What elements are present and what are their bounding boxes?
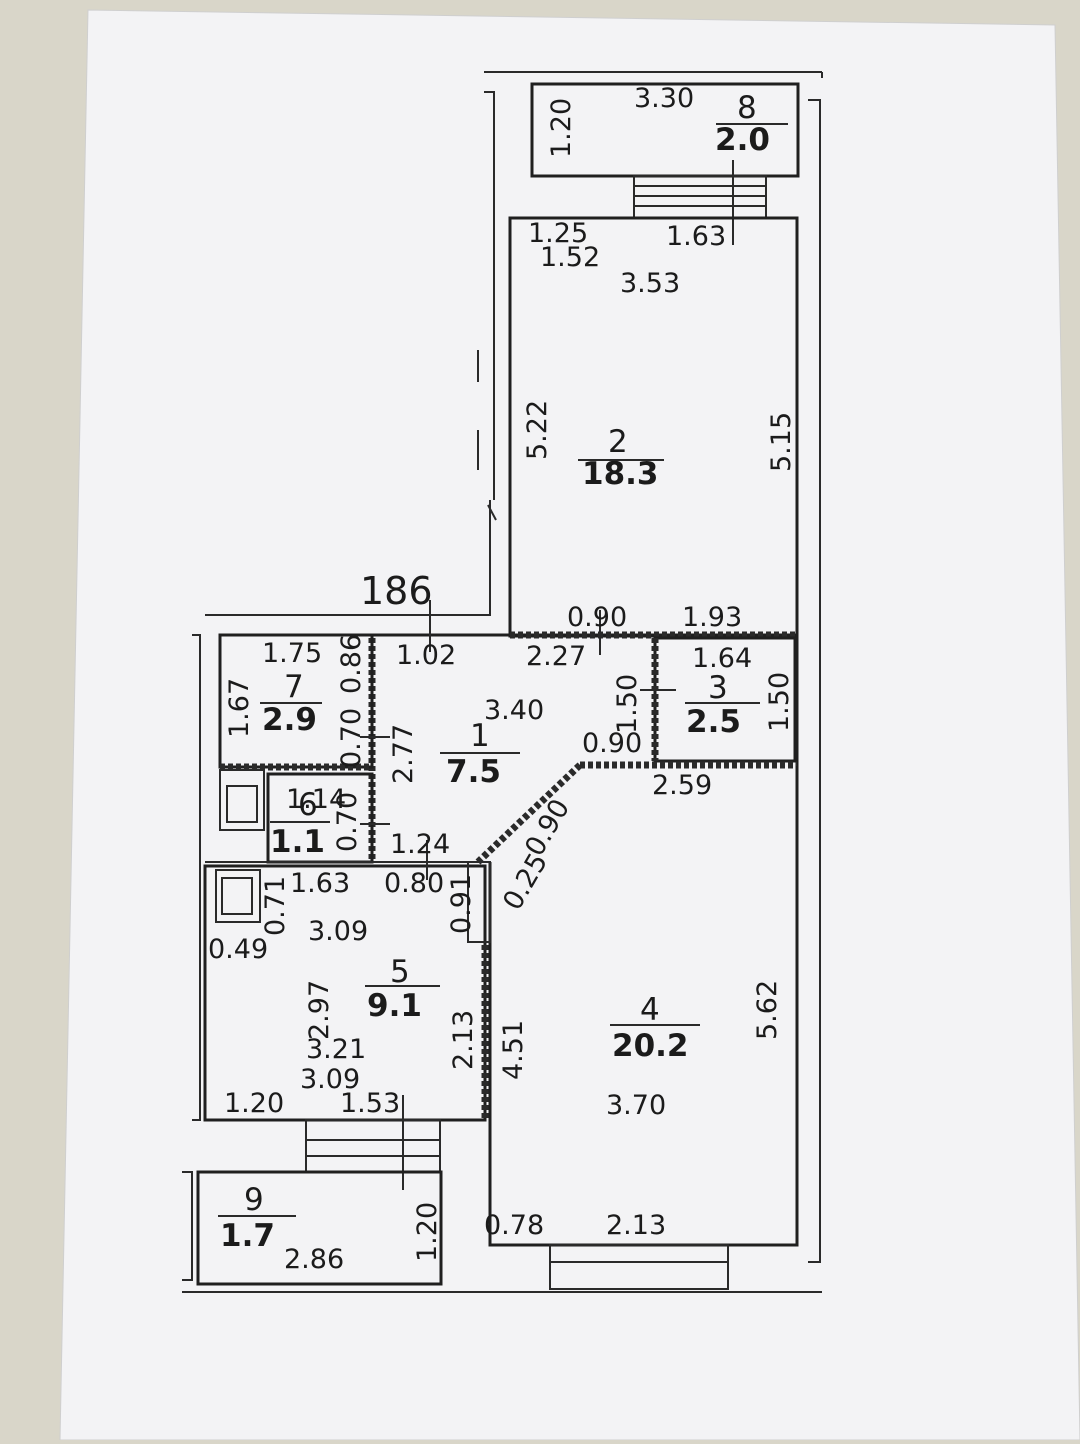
dim-r5-i: 3.21 <box>306 1034 366 1065</box>
left-guide-lower <box>192 634 201 1121</box>
dim-r5-l: 1.53 <box>340 1088 400 1119</box>
room-number-5: 5 <box>390 954 410 990</box>
dim-r6-a: 1.14 <box>286 784 346 815</box>
room-area-7: 2.9 <box>262 702 317 738</box>
dim-r8-depth: 1.20 <box>546 98 577 158</box>
room-area-4: 20.2 <box>612 1028 689 1064</box>
upper-left-guide <box>205 500 491 616</box>
sink-icon <box>215 869 261 923</box>
dim-r5-f: 3.09 <box>308 916 368 947</box>
dim-r5-h: 2.13 <box>448 1010 479 1070</box>
room-area-2: 18.3 <box>582 456 659 492</box>
dim-r4-c: 5.62 <box>752 980 783 1040</box>
dim-r5-d: 0.71 <box>260 876 291 936</box>
dim-r5-k: 1.20 <box>224 1088 284 1119</box>
room-area-1: 7.5 <box>446 754 501 790</box>
room-9-outline <box>196 1170 443 1286</box>
dim-r5-b: 0.80 <box>384 868 444 899</box>
room-area-8: 2.0 <box>715 122 770 158</box>
room-number-2: 2 <box>608 424 628 460</box>
balcony9-guide <box>182 1171 193 1281</box>
room-4-window <box>549 1244 729 1290</box>
room-number-7: 7 <box>284 669 304 705</box>
dim-r7-side-b: 0.70 <box>336 708 367 768</box>
left-guide-top <box>484 91 495 500</box>
dim-r7-width: 1.75 <box>262 638 322 669</box>
dim-r1-b: 2.27 <box>526 641 586 672</box>
window-ticks <box>477 350 497 521</box>
room-number-6: 6 <box>298 787 318 823</box>
dim-r2-left: 5.22 <box>522 400 553 460</box>
dim-r2-top-b: 1.52 <box>540 242 600 273</box>
overall-dimension: 186 <box>360 569 433 613</box>
dim-r1-a: 1.02 <box>396 640 456 671</box>
room-8-steps <box>633 160 767 245</box>
middle-top-wall <box>220 633 799 766</box>
dim-r1-d: 2.77 <box>388 724 419 784</box>
top-outline <box>484 71 823 78</box>
dim-r2-bottom-b: 1.93 <box>682 602 742 633</box>
dim-r8-width: 3.30 <box>634 83 694 114</box>
room-area-9: 1.7 <box>220 1218 275 1254</box>
dim-r4-d: 3.70 <box>606 1090 666 1121</box>
dim-r1-g: 1.24 <box>390 829 450 860</box>
dim-r5-c: 0.91 <box>446 874 477 934</box>
room-number-3: 3 <box>708 670 728 706</box>
dim-r5-g: 2.97 <box>304 980 335 1040</box>
dim-r2-top-c: 1.63 <box>666 221 726 252</box>
sink-inner <box>221 877 253 915</box>
dim-r4-f: 2.13 <box>606 1210 666 1241</box>
dim-r1-f: 0.90 <box>582 728 642 759</box>
dim-r7-height: 1.67 <box>224 678 255 738</box>
dim-r1-c: 3.40 <box>484 695 544 726</box>
dim-r3-width: 1.64 <box>692 643 752 674</box>
dim-r3-height: 1.50 <box>764 672 795 732</box>
dim-r1-e: 1.50 <box>612 674 643 734</box>
bathtub-icon <box>219 769 265 831</box>
dim-r4-a: 2.59 <box>652 770 712 801</box>
room-number-4: 4 <box>640 992 660 1028</box>
room-number-9: 9 <box>244 1182 264 1218</box>
dim-r7-side-a: 0.86 <box>336 634 367 694</box>
room-3-outline <box>653 636 797 763</box>
room-number-8: 8 <box>737 90 757 126</box>
bathtub-inner <box>226 785 258 823</box>
right-guide <box>808 99 821 1263</box>
dim-r4-b: 4.51 <box>498 1020 529 1080</box>
dim-r2-bottom-a: 0.90 <box>567 602 627 633</box>
paper-sheet <box>59 9 1080 1441</box>
dim-r6-b: 0.70 <box>332 792 363 852</box>
dim-r4-e: 0.78 <box>484 1210 544 1241</box>
dim-r5-e: 0.49 <box>208 934 268 965</box>
room-number-1: 1 <box>470 718 490 754</box>
dim-r2-top-d: 3.53 <box>620 268 680 299</box>
dim-r9-width: 2.86 <box>284 1244 344 1275</box>
room-5-steps <box>305 1095 441 1190</box>
dim-r2-right: 5.15 <box>766 412 797 472</box>
dim-r5-j: 3.09 <box>300 1064 360 1095</box>
door-post <box>467 861 491 943</box>
room-area-6: 1.1 <box>270 824 325 860</box>
room-area-5: 9.1 <box>367 988 422 1024</box>
dim-r5-a: 1.63 <box>290 868 350 899</box>
room-area-3: 2.5 <box>686 704 741 740</box>
dim-r2-top-a: 1.25 <box>528 218 588 249</box>
dim-r9-depth: 1.20 <box>412 1202 443 1262</box>
